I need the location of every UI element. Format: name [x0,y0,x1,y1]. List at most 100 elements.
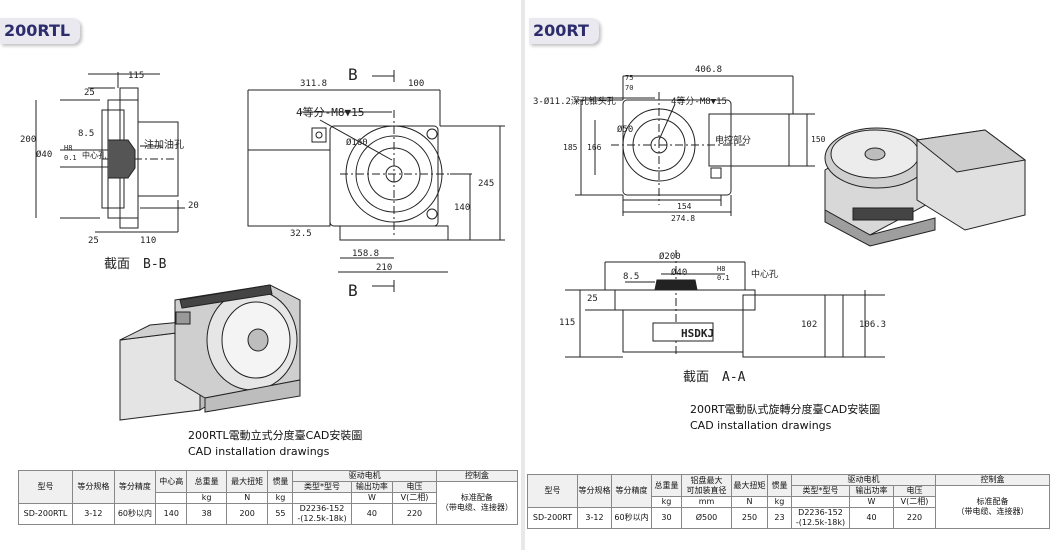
motor-type-line-1: D2236-152 [299,504,345,514]
cell-center: 140 [155,503,188,525]
cell-motor-type: D2236-152 -(12.5k-18k) [292,503,352,525]
svg-text:中心孔: 中心孔 [82,150,106,160]
unit-mm: mm [681,496,732,508]
section-bb-view [35,72,185,233]
th-weight: 总重量 [186,470,227,493]
cell-acc: 60秒以内 [611,507,652,529]
svg-text:HSDKJ: HSDKJ [681,327,714,340]
spec-table-200rtl: 型号 等分规格 等分精度 中心高 总重量 最大扭矩 惯量 驱动电机 控制盒 类型… [17,470,519,525]
svg-text:245: 245 [478,179,494,189]
th-acc: 等分精度 [113,470,157,504]
svg-text:140: 140 [454,203,470,213]
model-tag-200rtl: 200RTL [0,18,81,44]
svg-text:70: 70 [625,84,633,92]
svg-text:311.8: 311.8 [300,79,327,89]
th-div: 等分规格 [577,474,612,508]
cell-dia: Ø500 [681,507,732,529]
caption-200rtl: 200RTL電動立式分度臺CAD安裝圖 CAD installation dra… [188,428,362,460]
motor-type-line-1: D2236-152 [798,508,843,518]
svg-text:B: B [348,281,358,300]
th-volt: 电压 [392,481,437,493]
unit-kg: kg [651,496,682,508]
th-inertia: 惯量 [767,474,792,497]
ctrl-line-2: （带电缆、连接器） [440,503,513,512]
unit-n: N [731,496,768,508]
th-power: 输出功率 [350,481,394,493]
unit-w: W [849,496,894,508]
cell-div: 3-12 [72,503,115,525]
unit-center [155,492,188,504]
svg-text:Ø160: Ø160 [346,137,368,148]
unit-v: V(二相) [893,496,936,508]
cell-volt: 220 [893,507,936,529]
unit-v: V(二相) [392,492,437,504]
cell-inertia: 55 [267,503,294,525]
svg-text:Ø200: Ø200 [659,251,681,262]
svg-text:115: 115 [128,71,144,81]
svg-text:274.8: 274.8 [671,214,695,223]
unit-type [292,492,352,504]
drawing-200rtl: 115 25 200 8.5 Ø40 H8 0.1 20 25 110 311.… [20,65,505,421]
th-model: 型号 [527,474,578,508]
svg-text:4等分-M8▼15: 4等分-M8▼15 [671,95,727,107]
svg-text:102: 102 [801,320,817,330]
caption-en: CAD installation drawings [188,445,330,458]
motor-type-line-2: -(12.5k-18k) [795,518,846,527]
svg-text:106.3: 106.3 [859,320,886,330]
caption-200rt: 200RT電動臥式旋轉分度臺CAD安裝圖 CAD installation dr… [690,402,880,434]
caption-cn: 200RTL電動立式分度臺CAD安裝圖 [188,429,363,442]
caption-cn: 200RT電動臥式旋轉分度臺CAD安裝圖 [690,403,881,416]
drawing-200rt: 406.8 70 75 Ø50 185 166 150 154 274.8 Ø2… [533,65,1027,385]
ctrl-line-1: 标准配备 [460,493,493,502]
svg-text:185: 185 [563,143,578,152]
th-type: 类型*型号 [292,481,352,493]
svg-text:B: B [348,65,358,84]
svg-text:0.1: 0.1 [717,274,730,282]
svg-text:110: 110 [140,236,156,246]
cell-weight: 38 [186,503,227,525]
svg-text:4等分-M8▼15: 4等分-M8▼15 [296,105,364,119]
th-model: 型号 [17,470,74,504]
th-dia-line-2: 可加装直径 [686,485,727,495]
svg-text:75: 75 [625,74,633,82]
cell-torque: 200 [225,503,269,525]
svg-text:Ø40: Ø40 [36,149,52,160]
cell-model: SD-200RTL [17,503,74,525]
ctrl-line-1: 标准配备 [976,497,1009,506]
th-volt: 电压 [893,485,936,497]
svg-text:H8: H8 [717,265,725,273]
render-200rtl [119,284,301,421]
unit-type [791,496,850,508]
th-motor: 驱动电机 [791,474,936,486]
svg-text:截面 B-B: 截面 B-B [104,257,167,272]
svg-text:32.5: 32.5 [290,229,312,239]
th-torque: 最大扭矩 [225,470,269,493]
ctrl-cell: 标准配备 （带电缆、连接器） [435,481,519,525]
th-power: 输出功率 [849,485,894,497]
right-panel-200rt: 200RT [525,0,1055,550]
caption-en: CAD installation drawings [690,419,832,432]
svg-text:Ø40: Ø40 [671,267,687,278]
section-aa-view [565,250,885,358]
th-center: 中心高 [155,470,188,493]
svg-text:406.8: 406.8 [695,65,722,75]
th-inertia: 惯量 [267,470,294,493]
motor-type-line-2: -(12.5k-18k) [297,514,347,523]
svg-text:截面 A-A: 截面 A-A [683,370,746,385]
spec-table-200rt: 型号 等分规格 等分精度 总重量 铝盘最大 可加装直径 最大扭矩 惯量 驱动电机… [527,474,1050,529]
th-dia-line-1: 铝盘最大 [690,475,723,485]
svg-text:20: 20 [188,201,199,211]
cell-power: 40 [350,503,394,525]
svg-text:115: 115 [559,318,575,328]
th-ctrl: 控制盒 [435,470,519,482]
svg-text:154: 154 [677,202,692,211]
cell-div: 3-12 [577,507,612,529]
svg-text:100: 100 [408,79,424,89]
th-ctrl: 控制盒 [935,474,1050,486]
svg-text:电控部分: 电控部分 [715,134,751,146]
unit-kg2: kg [267,492,294,504]
cell-volt: 220 [392,503,437,525]
th-weight: 总重量 [651,474,682,497]
svg-text:166: 166 [587,143,602,152]
svg-text:25: 25 [84,88,95,98]
